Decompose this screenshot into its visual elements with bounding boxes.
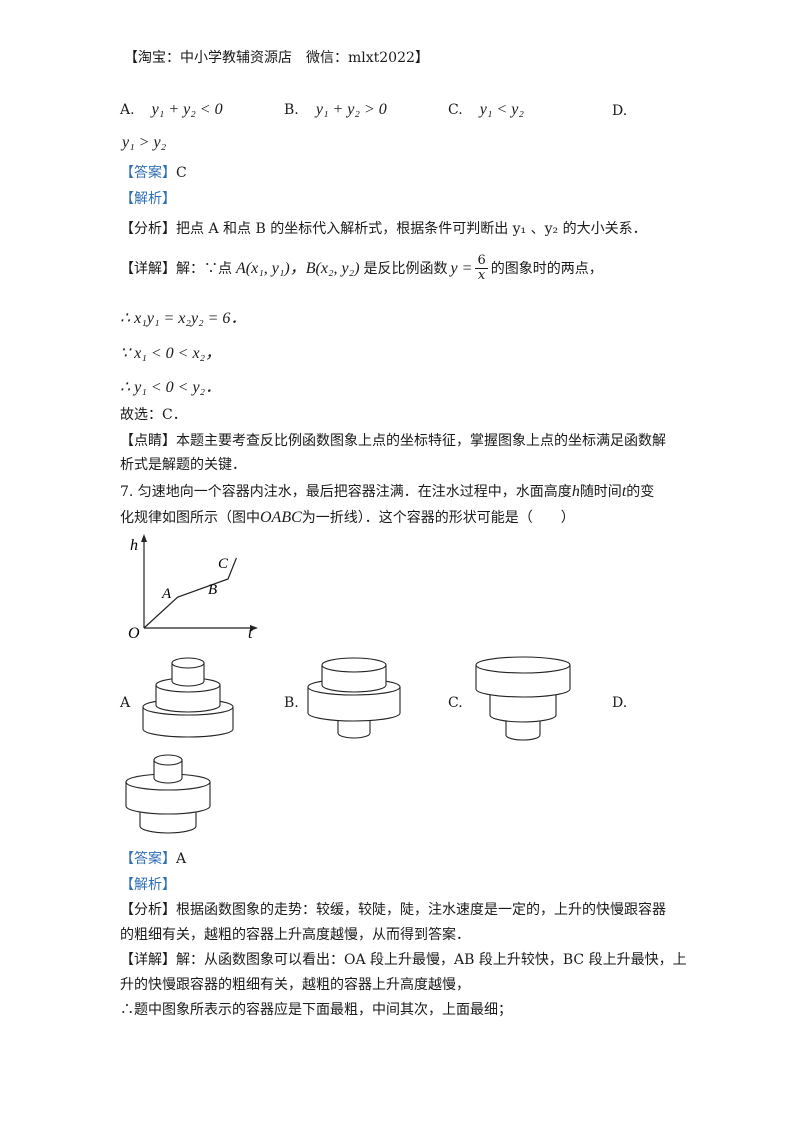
q7-detail-1: 【详解】解：从函数图象可以看出：OA 段上升最慢，AB 段上升较快，BC 段上升… — [120, 952, 687, 968]
q6-detail: 【详解】 解：∵点 A(x₁, y₁)，B(x₂, y₂) 是反比例函数 y =… — [120, 253, 603, 283]
q7-choice-c-label: C. — [448, 695, 463, 711]
q6-step-1: ∴ x₁y₁ = x₂y₂ = 6． — [120, 310, 247, 327]
q6-dianjing-1: 【点睛】本题主要考查反比例函数图象上点的坐标特征，掌握图象上点的坐标满足函数解 — [120, 433, 666, 449]
point-label-c: C — [218, 556, 229, 572]
graph-polyline — [143, 557, 237, 629]
points-expr: A(x₁, y₁)，B(x₂, y₂) — [236, 259, 360, 277]
fraction-6-over-x: 6 x — [475, 253, 488, 283]
q7-fenxi-1: 【分析】根据函数图象的走势：较缓，较陡，陡，注水速度是一定的，上升的快慢跟容器 — [120, 902, 666, 918]
container-a-image — [142, 657, 234, 738]
q6-fenxi: 【分析】把点 A 和点 B 的坐标代入解析式，根据条件可判断出 y₁ 、y₂ 的… — [120, 221, 647, 237]
q6-option-d-expr: y₁ > y₂ — [122, 134, 167, 151]
q7-stem-line-2: 化规律如图所示（图中OABC为一折线）．这个容器的形状可能是（ ） — [120, 509, 575, 526]
container-b-image — [307, 657, 401, 739]
q6-analysis-tag: 【解析】 — [120, 191, 176, 207]
origin-label: O — [128, 625, 140, 640]
header-watermark: 【淘宝：中小学教辅资源店 微信：mlxt2022】 — [124, 50, 429, 66]
answer-tag: 【答案】 — [120, 851, 176, 867]
q6-option-d-label: D. — [612, 103, 628, 119]
q7-detail-3: ∴题中图象所表示的容器应是下面最粗，中间其次，上面最细； — [120, 1002, 512, 1018]
point-label-b: B — [208, 582, 217, 598]
answer-value: A — [176, 851, 187, 867]
q7-stem-line-1: 7. 匀速地向一个容器内注水，最后把容器注满．在注水过程中，水面高度h随时间t的… — [120, 483, 655, 500]
q6-choice: 故选：C． — [120, 407, 187, 423]
q6-dianjing-2: 析式是解题的关键． — [120, 457, 246, 473]
q7-detail-2: 升的快慢跟容器的粗细有关，越粗的容器上升高度越慢， — [120, 977, 470, 993]
q6-option-b: B. y₁ + y₂ > 0 — [284, 101, 387, 118]
x-axis-arrow — [250, 625, 258, 631]
q7-answer-row: 【答案】A — [120, 849, 186, 869]
q7-choice-d-label: D. — [612, 695, 628, 711]
q6-answer-row: 【答案】C — [120, 163, 187, 183]
q7-choice-a-label: A — [120, 695, 131, 711]
container-d-image — [125, 754, 211, 834]
container-c-image — [475, 656, 571, 741]
point-label-a: A — [161, 586, 172, 602]
q6-option-c: C. y₁ < y₂ — [448, 101, 524, 118]
y-axis-arrow — [141, 534, 147, 542]
q7-fenxi-2: 的粗细有关，越粗的容器上升高度越慢，从而得到答案． — [120, 927, 470, 943]
q7-analysis-tag: 【解析】 — [120, 877, 176, 893]
answer-value: C — [176, 165, 187, 181]
q6-option-a: A. y₁ + y₂ < 0 — [120, 101, 223, 118]
q6-step-3: ∴ y₁ < 0 < y₂． — [120, 379, 222, 396]
axis-label-h: h — [130, 537, 138, 554]
q7-graph: h t O A B C — [128, 534, 258, 640]
q6-step-2: ∵ x₁ < 0 < x₂， — [120, 345, 222, 362]
answer-tag: 【答案】 — [120, 165, 176, 181]
q7-choice-b-label: B. — [284, 695, 299, 711]
axis-label-t: t — [248, 625, 253, 640]
